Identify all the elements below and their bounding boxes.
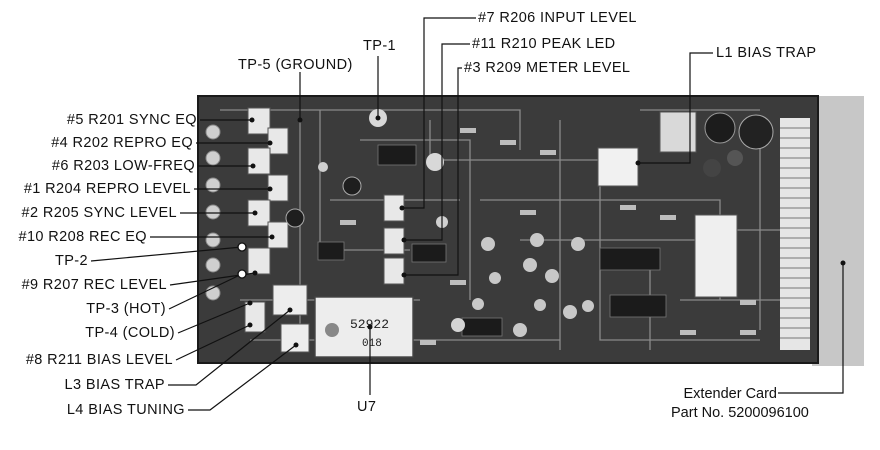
callout-r204: #1 R204 REPRO LEVEL bbox=[23, 181, 191, 197]
extender-card bbox=[812, 96, 864, 366]
relay-block bbox=[694, 214, 738, 298]
callout-r201: #5 R201 SYNC EQ bbox=[66, 112, 197, 128]
integrated-circuits bbox=[317, 144, 667, 337]
callout-r203: #6 R203 LOW-FREQ bbox=[51, 158, 195, 174]
resistors bbox=[340, 128, 756, 345]
callout-r210: #11 R210 PEAK LED bbox=[472, 36, 616, 52]
leader-lines bbox=[90, 17, 844, 411]
trim-pots bbox=[244, 107, 289, 333]
callout-r202: #4 R202 REPRO EQ bbox=[51, 135, 193, 151]
test-points bbox=[237, 242, 247, 279]
u7-module-code: 018 bbox=[362, 338, 382, 350]
callout-tp4: TP-4 (COLD) bbox=[85, 325, 175, 341]
leader-dots bbox=[247, 115, 846, 348]
callout-r206: #7 R206 INPUT LEVEL bbox=[478, 10, 637, 26]
callout-r205: #2 R205 SYNC LEVEL bbox=[21, 205, 177, 221]
front-panel-holes bbox=[205, 124, 221, 301]
callout-u7: U7 bbox=[357, 399, 377, 415]
callout-tp1: TP-1 bbox=[363, 38, 397, 54]
l4-bias-tuning-coil bbox=[280, 323, 310, 353]
callout-r211: #8 R211 BIAS LEVEL bbox=[25, 352, 173, 368]
callout-r209: #3 R209 METER LEVEL bbox=[464, 60, 631, 76]
callout-tp5: TP-5 (GROUND) bbox=[238, 57, 353, 73]
l1-bias-trap bbox=[597, 147, 639, 187]
u7-module-number: 52922 bbox=[350, 317, 389, 332]
callout-r208: #10 R208 REC EQ bbox=[18, 229, 147, 245]
callout-l3: L3 BIAS TRAP bbox=[64, 377, 165, 393]
u7-module: 52922 018 bbox=[314, 296, 414, 358]
callout-tp2: TP-2 bbox=[54, 253, 88, 269]
center-trim-pots bbox=[383, 194, 405, 285]
callout-r207: #9 R207 REC LEVEL bbox=[21, 277, 167, 293]
capacitors bbox=[285, 109, 774, 337]
callout-tp3: TP-3 (HOT) bbox=[86, 301, 166, 317]
callout-l1: L1 BIAS TRAP bbox=[716, 45, 817, 61]
callout-extender-card: Extender Card bbox=[683, 386, 778, 402]
callout-extender-part-number: Part No. 5200096100 bbox=[671, 405, 809, 421]
callout-l4: L4 BIAS TUNING bbox=[66, 402, 185, 418]
edge-connector bbox=[780, 118, 810, 350]
